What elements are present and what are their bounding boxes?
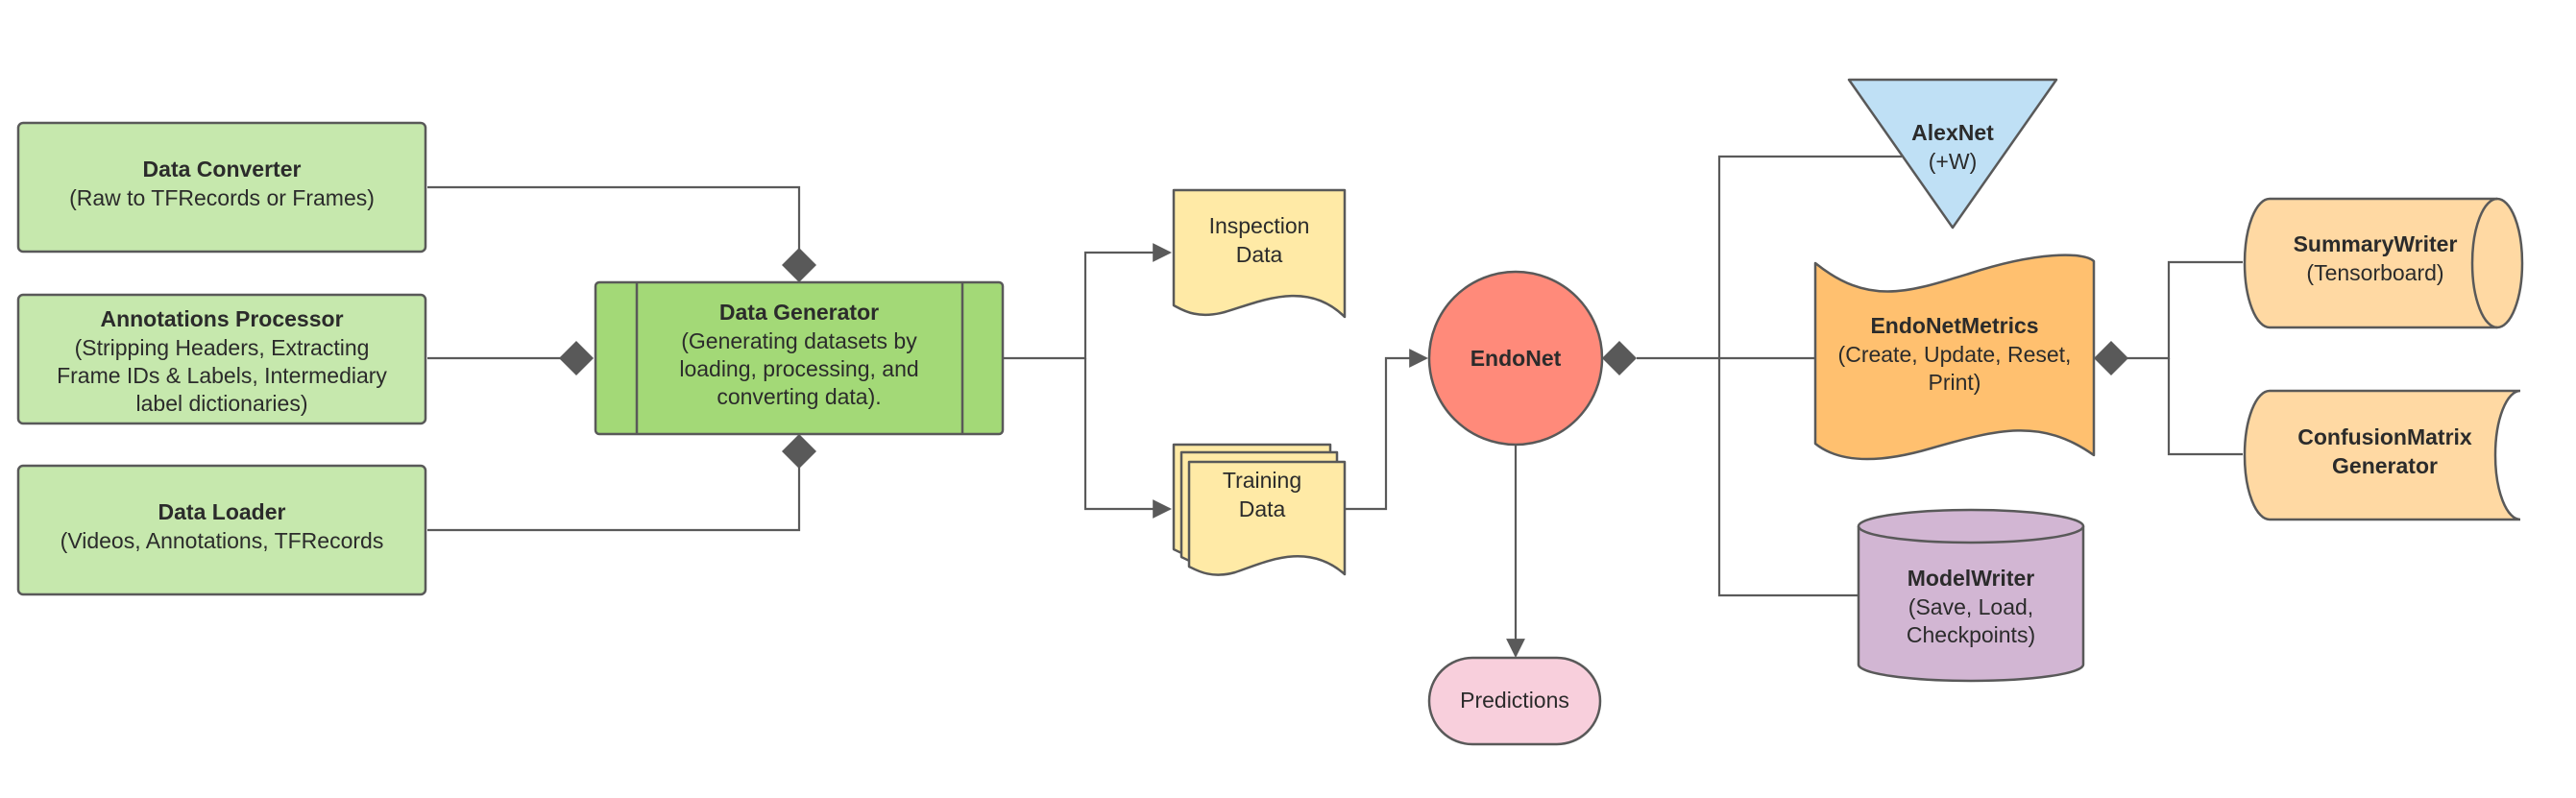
diamond-metrics-right — [2094, 341, 2128, 375]
endonet-title: EndoNet — [1470, 346, 1562, 371]
diamond-generator-left — [559, 341, 594, 375]
predictions-terminator — [1427, 656, 1602, 746]
aggregation-diamonds — [559, 248, 2128, 469]
connector-converter-to-generator — [427, 185, 801, 252]
alexnet-desc-1: (+W) — [1929, 149, 1977, 174]
confusion-matrix-node[interactable]: ConfusionMatrix Generator — [2243, 389, 2521, 521]
annotations-processor-desc-3: label dictionaries) — [136, 391, 308, 416]
data-converter-title: Data Converter — [143, 157, 302, 181]
data-loader-node[interactable]: Data Loader (Videos, Annotations, TFReco… — [16, 464, 427, 596]
data-loader-desc-1: (Videos, Annotations, TFRecords — [61, 528, 384, 553]
diamond-generator-bottom — [782, 434, 816, 469]
endonet-circle — [1427, 270, 1604, 447]
model-writer-node[interactable]: ModelWriter (Save, Load, Checkpoints) — [1857, 508, 2085, 683]
inspection-data-node[interactable]: Inspection Data — [1172, 188, 1347, 319]
training-data-node[interactable]: Training Data — [1172, 443, 1347, 576]
endonet-metrics-desc-2: Print) — [1929, 370, 1981, 395]
data-generator-node[interactable]: Data Generator (Generating datasets by l… — [594, 280, 1005, 436]
training-data-label-1: Training — [1223, 468, 1301, 493]
annotations-processor-desc-2: Frame IDs & Labels, Intermediary — [57, 363, 387, 388]
data-loader-box — [16, 464, 427, 596]
diamond-endonet-right — [1602, 341, 1637, 375]
summary-writer-title: SummaryWriter — [2294, 231, 2458, 256]
annotations-processor-desc-1: (Stripping Headers, Extracting — [75, 335, 370, 360]
diamond-generator-top — [782, 248, 816, 282]
predictions-label: Predictions — [1460, 688, 1569, 713]
alexnet-title: AlexNet — [1911, 120, 1994, 145]
connector-metrics-to-confusionmatrix — [2167, 358, 2243, 456]
confusion-matrix-storage-shape — [2243, 389, 2521, 521]
data-converter-node[interactable]: Data Converter (Raw to TFRecords or Fram… — [16, 121, 427, 254]
data-generator-desc-2: loading, processing, and — [679, 356, 918, 381]
connectors — [427, 155, 2243, 658]
model-writer-desc-1: (Save, Load, — [1908, 594, 2033, 619]
model-writer-cylinder-body — [1857, 526, 2085, 683]
data-converter-desc-1: (Raw to TFRecords or Frames) — [69, 185, 375, 210]
data-loader-title: Data Loader — [158, 499, 286, 524]
endonet-node[interactable]: EndoNet — [1427, 270, 1604, 447]
summary-writer-desc-1: (Tensorboard) — [2306, 260, 2443, 285]
connector-loader-to-generator — [427, 453, 801, 532]
data-generator-desc-1: (Generating datasets by — [681, 328, 917, 353]
annotations-processor-node[interactable]: Annotations Processor (Stripping Headers… — [16, 293, 427, 425]
data-generator-desc-3: converting data). — [717, 384, 881, 409]
model-writer-desc-2: Checkpoints) — [1907, 622, 2035, 647]
data-generator-title: Data Generator — [719, 300, 879, 325]
inspection-data-document-shape — [1172, 188, 1347, 319]
endonet-metrics-tape-shape — [1813, 254, 2096, 461]
model-writer-cylinder-top — [1857, 508, 2085, 544]
connector-generator-to-training — [1083, 358, 1172, 519]
connector-metrics-to-summarywriter — [2127, 260, 2243, 360]
data-generator-box — [594, 280, 1005, 436]
annotations-processor-title: Annotations Processor — [100, 306, 343, 331]
alexnet-triangle — [1847, 78, 2058, 230]
endonet-metrics-desc-1: (Create, Update, Reset, — [1838, 342, 2072, 367]
annotations-processor-box — [16, 293, 427, 425]
connector-training-to-endonet — [1345, 349, 1428, 511]
connector-generator-to-inspection — [1004, 243, 1172, 360]
training-data-document-front — [1187, 460, 1347, 576]
model-writer-title: ModelWriter — [1908, 566, 2035, 591]
confusion-matrix-title: ConfusionMatrix — [2297, 424, 2472, 449]
connector-endonet-to-alexnet — [1637, 155, 1902, 360]
endonet-metrics-node[interactable]: EndoNetMetrics (Create, Update, Reset, P… — [1813, 254, 2096, 461]
summary-writer-cylinder-cap — [2470, 197, 2498, 329]
endonet-metrics-title: EndoNetMetrics — [1870, 313, 2038, 338]
connector-endonet-to-modelwriter — [1717, 358, 1859, 597]
inspection-data-label-2: Data — [1236, 242, 1283, 267]
alexnet-node[interactable]: AlexNet (+W) — [1847, 78, 2058, 230]
predictions-node[interactable]: Predictions — [1427, 656, 1602, 746]
data-converter-box — [16, 121, 427, 254]
confusion-matrix-desc-1: Generator — [2332, 453, 2438, 478]
training-data-label-2: Data — [1239, 496, 1286, 521]
inspection-data-label-1: Inspection — [1209, 213, 1310, 238]
summary-writer-node[interactable]: SummaryWriter (Tensorboard) — [2243, 197, 2524, 329]
